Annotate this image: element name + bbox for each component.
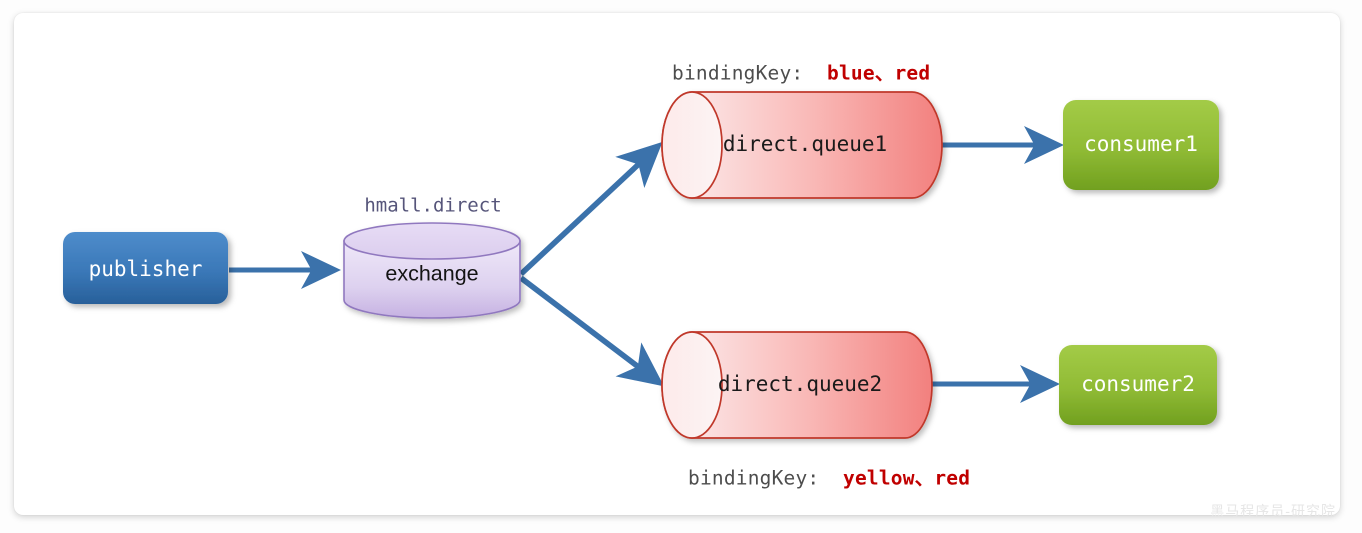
queue1-label: direct.queue1 [723, 132, 887, 156]
node-consumer2[interactable] [1059, 345, 1217, 425]
binding2-prefix: bindingKey: [688, 467, 819, 490]
exchange-top-ellipse [343, 222, 521, 260]
queue1-left-cap [661, 91, 723, 199]
consumer2-label: consumer2 [1081, 372, 1195, 396]
arrow-exchange-queue2 [519, 275, 665, 387]
publisher-label: publisher [89, 257, 203, 281]
publisher-shape [63, 232, 228, 304]
edge-exchange-to-queue1 [519, 141, 663, 277]
node-consumer1[interactable] [1063, 100, 1219, 190]
queue2-left-cap [661, 331, 723, 439]
edge-exchange-to-queue2 [519, 275, 665, 387]
exchange-body [343, 240, 521, 319]
consumer2-shape [1059, 345, 1217, 425]
arrow-exchange-queue1 [519, 141, 663, 277]
binding-key-1: bindingKey: blue、red [672, 62, 930, 85]
watermark: 黑马程序员-研究院 [1210, 504, 1336, 520]
node-exchange[interactable] [343, 222, 521, 319]
binding-key-2: bindingKey: yellow、red [688, 467, 970, 490]
consumer1-shape [1063, 100, 1219, 190]
binding2-keys: yellow、red [843, 467, 970, 490]
exchange-label: exchange [385, 262, 478, 286]
binding1-keys: blue、red [827, 62, 930, 85]
binding1-prefix: bindingKey: [672, 62, 803, 85]
node-publisher[interactable] [63, 232, 228, 304]
node-queue1[interactable] [661, 91, 943, 199]
consumer1-label: consumer1 [1084, 132, 1198, 156]
node-queue2[interactable] [661, 331, 933, 439]
exchange-caption: hmall.direct [364, 195, 501, 217]
queue2-label: direct.queue2 [718, 372, 882, 396]
